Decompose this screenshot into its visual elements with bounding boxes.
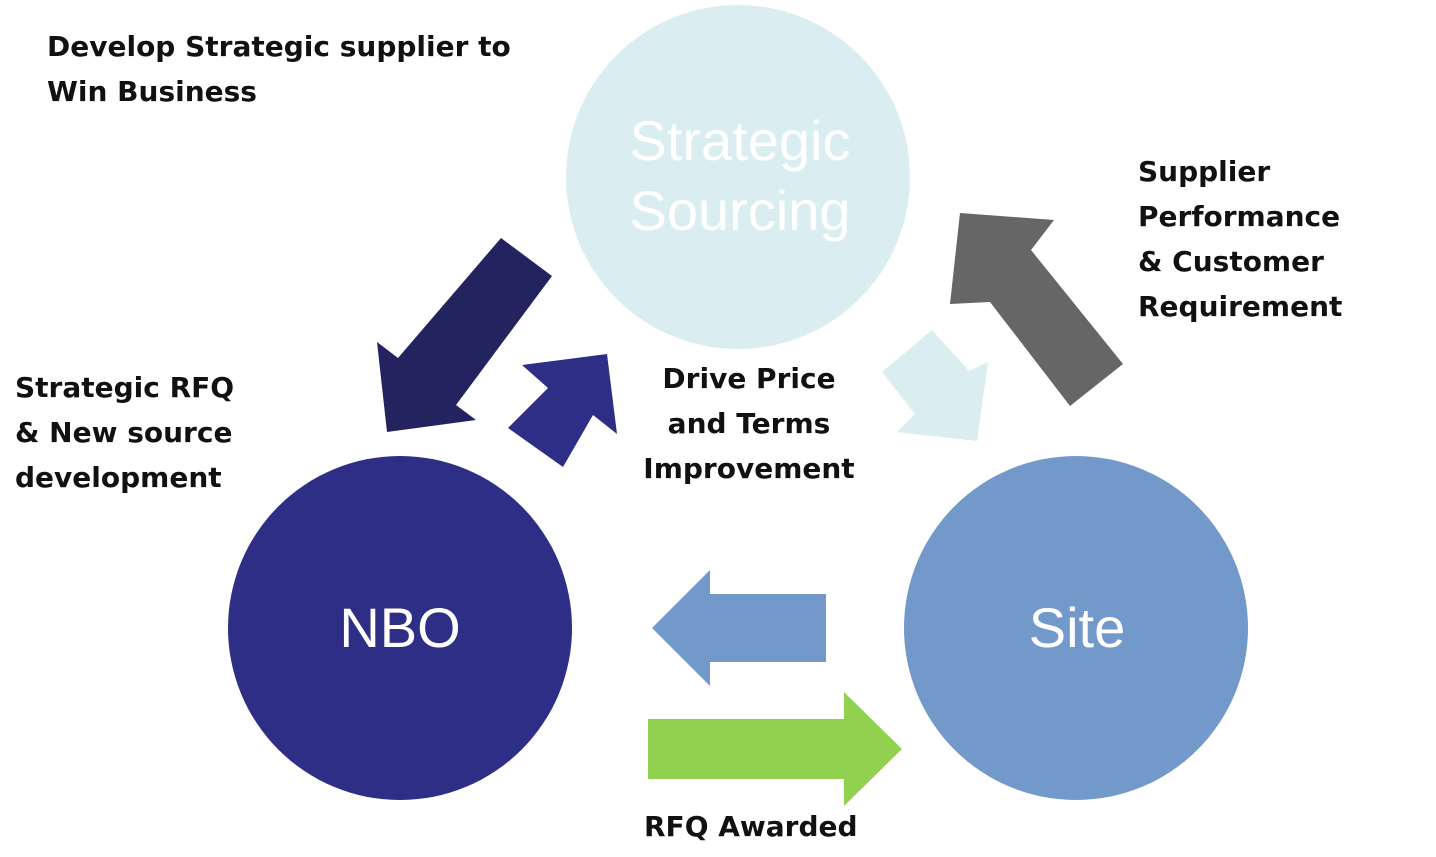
develop-supplier-line2: Win Business xyxy=(47,75,257,108)
rfq-awarded-line1: RFQ Awarded xyxy=(644,810,858,843)
supplier-performance-annotation: Supplier Performance & Customer Requirem… xyxy=(1138,149,1342,329)
strategic-rfq-line3: development xyxy=(15,461,222,494)
drive-price-line2: and Terms xyxy=(667,407,831,440)
arrow-sourcing-to-nbo xyxy=(377,238,552,432)
strategic-sourcing-label-line1: Strategic xyxy=(630,109,851,172)
supplier-performance-line2: Performance xyxy=(1138,200,1341,233)
strategic-sourcing-label-line2: Sourcing xyxy=(629,179,850,242)
supplier-performance-line3: & Customer xyxy=(1138,245,1324,278)
arrow-sourcing-to-site xyxy=(882,330,988,441)
arrow-site-to-nbo xyxy=(652,570,826,686)
rfq-awarded-annotation: RFQ Awarded xyxy=(644,804,858,849)
strategic-sourcing-circle xyxy=(566,5,910,349)
drive-price-line3: Improvement xyxy=(643,452,855,485)
drive-price-line1: Drive Price xyxy=(662,362,836,395)
nbo-label: NBO xyxy=(339,596,460,659)
arrow-site-to-sourcing xyxy=(950,213,1123,406)
strategic-rfq-line1: Strategic RFQ xyxy=(15,371,235,404)
develop-supplier-line1: Develop Strategic supplier to xyxy=(47,30,511,63)
develop-supplier-annotation: Develop Strategic supplier to Win Busine… xyxy=(47,24,511,114)
arrow-nbo-to-sourcing xyxy=(508,354,617,467)
strategic-rfq-line2: & New source xyxy=(15,416,233,449)
nbo-circle xyxy=(228,456,572,800)
site-circle xyxy=(904,456,1248,800)
supplier-performance-line1: Supplier xyxy=(1138,155,1271,188)
drive-price-annotation: Drive Price and Terms Improvement xyxy=(629,356,869,491)
arrow-nbo-to-site xyxy=(648,692,902,806)
site-label: Site xyxy=(1029,596,1126,659)
strategic-rfq-annotation: Strategic RFQ & New source development xyxy=(15,365,234,500)
supplier-performance-line4: Requirement xyxy=(1138,290,1343,323)
